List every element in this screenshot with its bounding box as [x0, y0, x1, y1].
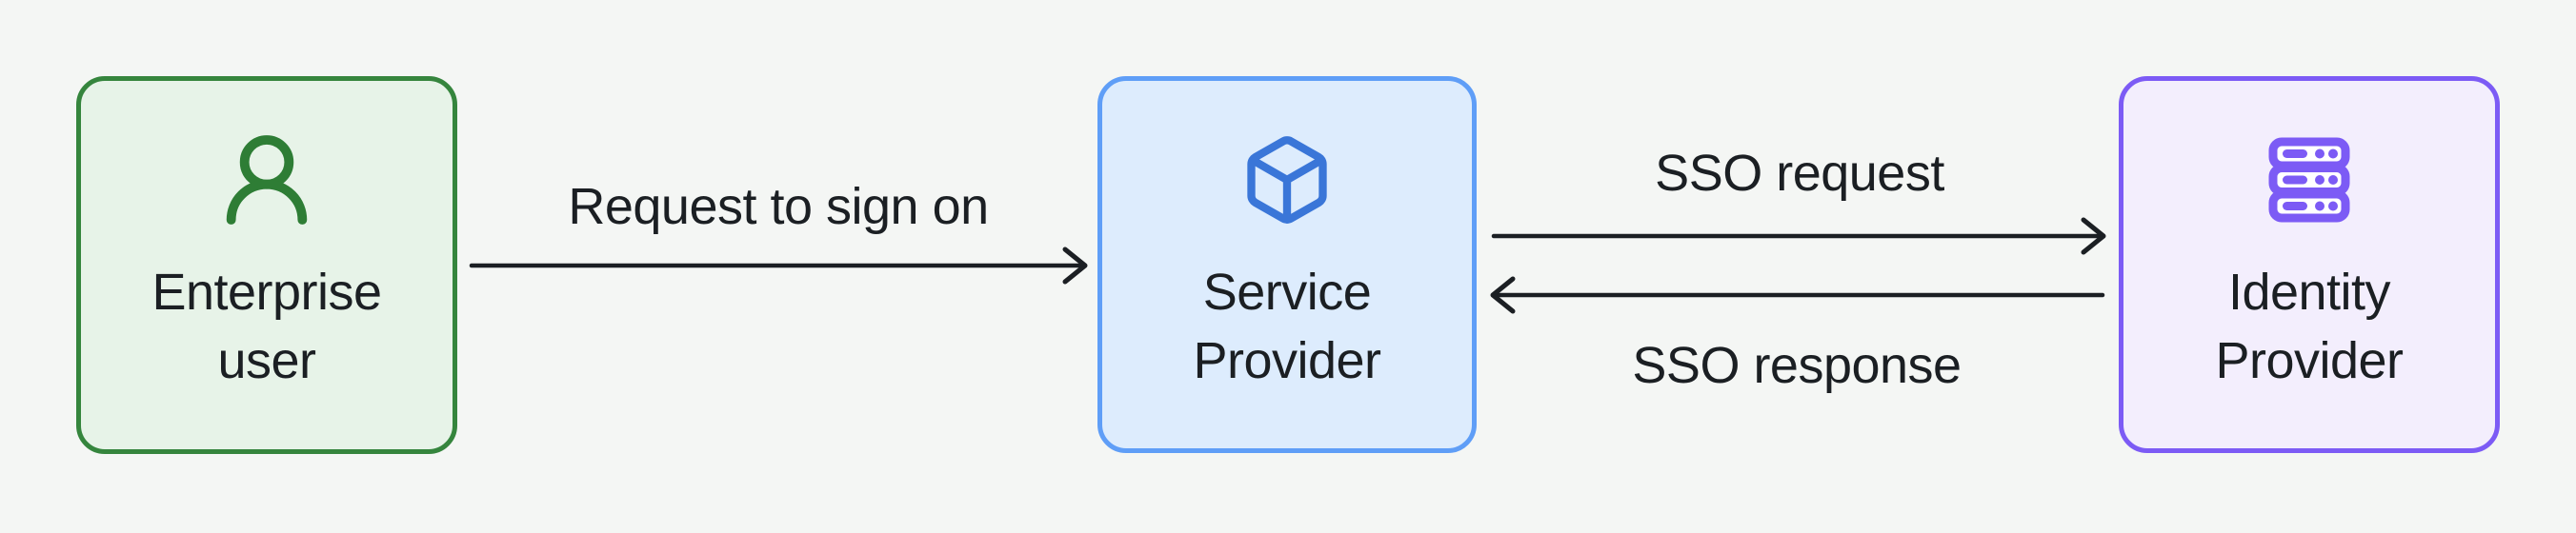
node-label-enterprise-user: Enterprise user	[151, 264, 382, 389]
sso-request-arrow	[1491, 217, 2106, 255]
server-stack-icon	[2268, 137, 2350, 223]
cube-box-icon	[1247, 136, 1327, 224]
node-label-service-provider: Service Provider	[1193, 264, 1381, 389]
user-icon	[226, 135, 308, 225]
arrow-label-sso-request: SSO request	[1655, 145, 1944, 202]
node-enterprise-user: Enterprise user	[76, 76, 457, 454]
node-icon-row	[2264, 137, 2355, 223]
arrow-label-sso-response: SSO response	[1632, 337, 1962, 394]
sso-response-arrow	[1490, 276, 2105, 314]
node-icon-row	[213, 135, 320, 225]
node-identity-provider: Identity Provider	[2119, 76, 2500, 453]
node-label-identity-provider: Identity Provider	[2215, 264, 2404, 389]
request-to-sign-on-arrow	[469, 247, 1088, 285]
node-service-provider: Service Provider	[1097, 76, 1477, 453]
node-icon-row	[1239, 136, 1335, 224]
arrow-label-request-to-sign-on: Request to sign on	[568, 178, 989, 235]
